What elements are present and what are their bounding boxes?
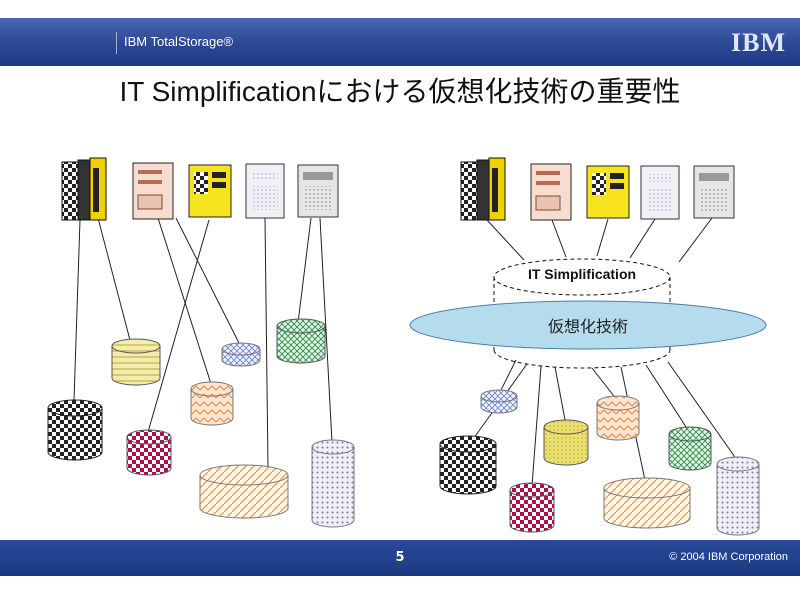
right-disk-red-checker: [509, 482, 555, 533]
right-disk-lavender-tall: [716, 456, 760, 536]
right-disk-yellow: [543, 419, 589, 466]
right-disk-orange-wide: [603, 477, 691, 529]
ibm-logo: IBM: [731, 28, 786, 57]
left-disk-black-checker: [47, 399, 103, 461]
right-server-yellow: [586, 165, 630, 219]
left-server-pink: [132, 162, 174, 220]
left-connections: [73, 217, 333, 469]
left-disk-blue-small: [221, 342, 261, 367]
right-disk-blue-small: [480, 389, 518, 414]
header-bar: IBM TotalStorage® IBM: [0, 18, 800, 66]
left-disk-orange: [190, 381, 234, 426]
product-name: IBM TotalStorage®: [124, 34, 234, 49]
right-server-tower: [640, 165, 680, 220]
left-server-tower: [245, 163, 285, 219]
left-server-grey: [297, 164, 339, 218]
it-simplification-layer: [493, 258, 671, 369]
left-disk-lavender-tall: [311, 439, 355, 528]
right-server-pink: [530, 163, 572, 221]
left-server-yellow: [188, 164, 232, 218]
header-separator: [116, 32, 117, 54]
left-disk-green: [276, 318, 326, 364]
it-simplification-label: IT Simplification: [527, 266, 637, 282]
left-disk-red-checker: [126, 429, 172, 476]
right-disk-black-checker: [439, 435, 497, 495]
left-disk-orange-wide: [199, 464, 289, 519]
copyright: © 2004 IBM Corporation: [669, 551, 788, 563]
right-disk-green: [668, 426, 712, 471]
page-number: 5: [395, 550, 405, 565]
virtualization-label: 仮想化技術: [547, 319, 628, 336]
slide-title: IT Simplificationにおける仮想化技術の重要性: [119, 76, 681, 107]
left-server-mainframe: [61, 157, 107, 221]
left-disk-yellow: [111, 338, 161, 386]
right-server-connections: [486, 217, 713, 263]
right-server-grey: [693, 165, 735, 219]
virtualization-ellipse: [409, 300, 767, 350]
footer-bar: 5 © 2004 IBM Corporation: [0, 540, 800, 576]
right-disk-orange: [596, 395, 640, 441]
right-server-mainframe: [460, 157, 506, 221]
